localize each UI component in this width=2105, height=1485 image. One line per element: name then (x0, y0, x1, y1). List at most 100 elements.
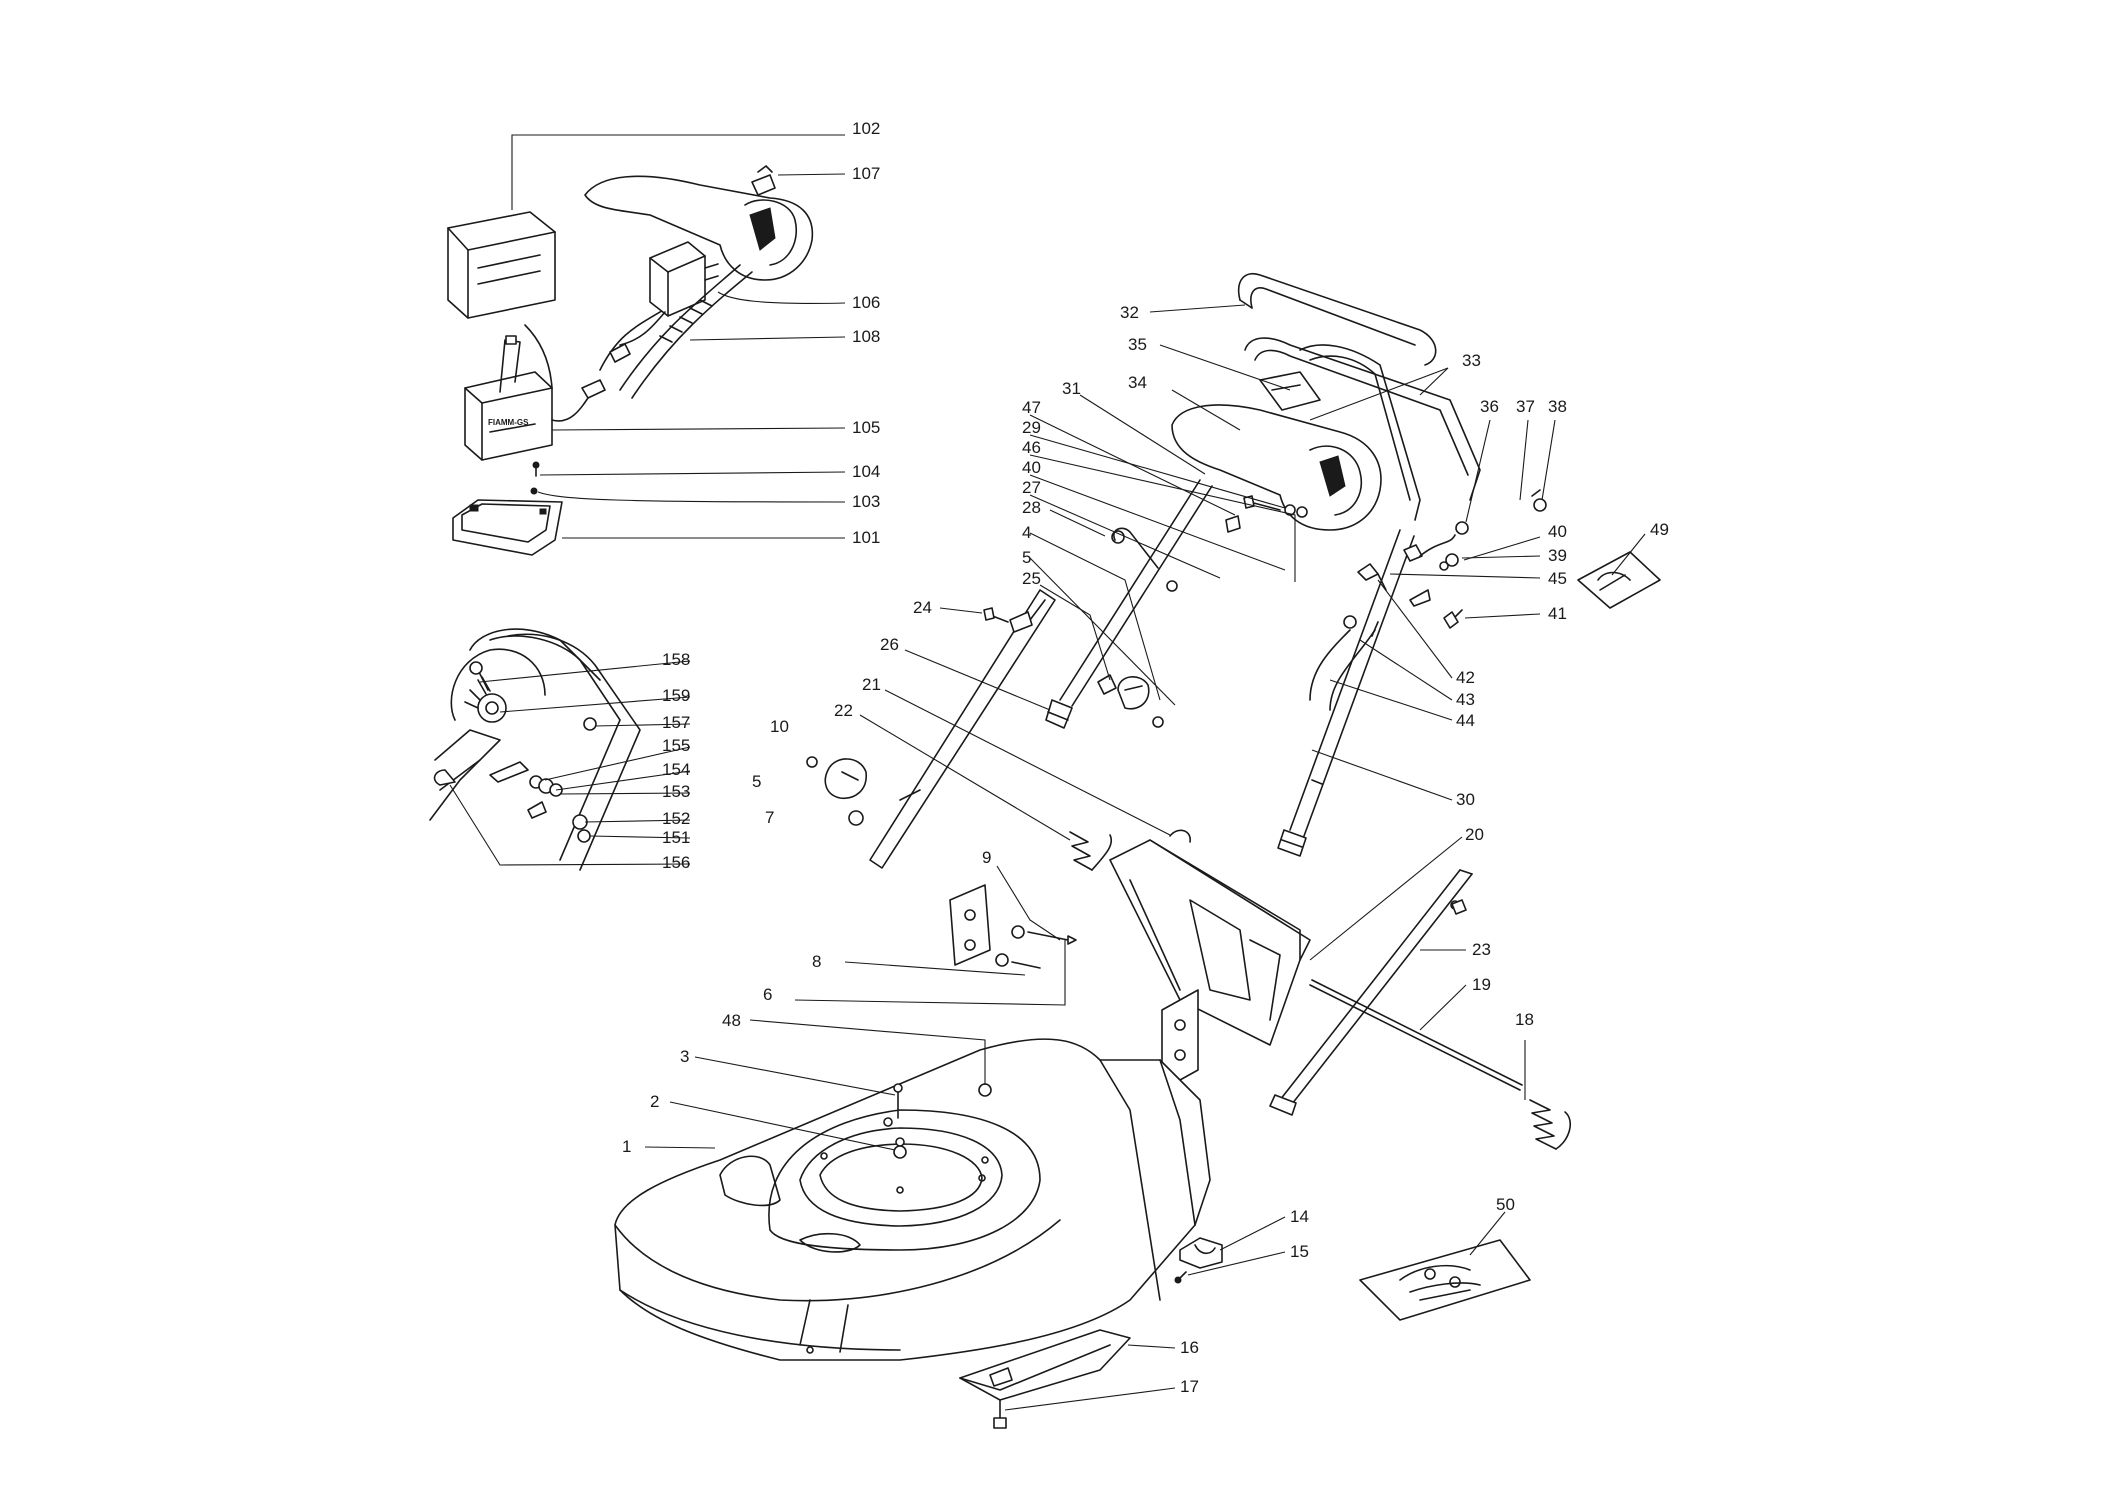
callout-158: 158 (662, 650, 690, 669)
callout-102: 102 (852, 119, 880, 138)
battery: FIAMM-GS (464, 335, 553, 461)
callout-47: 47 (1022, 398, 1041, 417)
callout-21: 21 (862, 675, 881, 694)
callout-10: 10 (770, 717, 789, 736)
callout-154: 154 (662, 760, 690, 779)
small-parts-bag-49 (1577, 551, 1661, 609)
callout-151: 151 (662, 828, 690, 847)
callout-18: 18 (1515, 1010, 1534, 1029)
callout-7: 7 (765, 808, 774, 827)
handle-knob-fittings (1097, 527, 1178, 728)
callout-14: 14 (1290, 1207, 1309, 1226)
callout-17: 17 (1180, 1377, 1199, 1396)
callout-152: 152 (662, 809, 690, 828)
callout-45: 45 (1548, 569, 1567, 588)
battery-tray (452, 499, 563, 556)
callout-5-upper: 5 (1022, 548, 1031, 567)
callout-23: 23 (1472, 940, 1491, 959)
rear-hinge-bracket (1109, 839, 1311, 1046)
handle-mount-bracket (949, 884, 1199, 1091)
callout-2: 2 (650, 1092, 659, 1111)
callout-43: 43 (1456, 690, 1475, 709)
callout-29: 29 (1022, 418, 1041, 437)
callout-9: 9 (982, 848, 991, 867)
bolts-8-9 (995, 925, 1077, 969)
callout-42: 42 (1456, 668, 1475, 687)
battery-cover (447, 211, 556, 319)
cable-sleeve (619, 264, 753, 399)
callout-37: 37 (1516, 397, 1535, 416)
callout-16: 16 (1180, 1338, 1199, 1357)
callout-40-left: 40 (1022, 458, 1041, 477)
callout-153: 153 (662, 782, 690, 801)
callout-38: 38 (1548, 397, 1567, 416)
callout-40-right: 40 (1548, 522, 1567, 541)
callout-26: 26 (880, 635, 899, 654)
callout-1: 1 (622, 1137, 631, 1156)
key-switch-inset (429, 628, 641, 871)
callout-numbers: 102 107 106 108 105 104 103 101 158 159 … (622, 119, 1669, 1396)
control-box-bolts (1225, 495, 1308, 533)
callout-28: 28 (1022, 498, 1041, 517)
callout-5-lower: 5 (752, 772, 761, 791)
callout-24: 24 (913, 598, 932, 617)
rod-19 (1309, 979, 1523, 1091)
callout-49: 49 (1650, 520, 1669, 539)
callout-156: 156 (662, 853, 690, 872)
mower-deck (614, 1038, 1211, 1361)
callout-27: 27 (1022, 478, 1041, 497)
callout-103: 103 (852, 492, 880, 511)
callout-30: 30 (1456, 790, 1475, 809)
tray-screws (530, 461, 540, 495)
control-cables (1309, 615, 1379, 711)
callout-101: 101 (852, 528, 880, 547)
leader-lines (449, 134, 1646, 1411)
spring-22 (1069, 831, 1112, 871)
upper-handle-bar (1238, 273, 1437, 366)
torsion-spring-18 (1529, 1099, 1572, 1150)
callout-50: 50 (1496, 1195, 1515, 1214)
screw-24 (983, 607, 1009, 623)
control-box (1171, 371, 1382, 531)
callout-155: 155 (662, 736, 690, 755)
callout-41: 41 (1548, 604, 1567, 623)
callout-106: 106 (852, 293, 880, 312)
callout-34: 34 (1128, 373, 1147, 392)
callout-46: 46 (1022, 438, 1041, 457)
callout-32: 32 (1120, 303, 1139, 322)
callout-20: 20 (1465, 825, 1484, 844)
callout-157: 157 (662, 713, 690, 732)
bolt-23 (1451, 899, 1467, 915)
hardware-bag-50 (1359, 1239, 1531, 1321)
callout-31: 31 (1062, 379, 1081, 398)
callout-48: 48 (722, 1011, 741, 1030)
callout-33: 33 (1462, 351, 1481, 370)
callout-4: 4 (1022, 523, 1031, 542)
left-knob-assembly (806, 756, 867, 826)
callout-105: 105 (852, 418, 880, 437)
callout-36: 36 (1480, 397, 1499, 416)
callout-22: 22 (834, 701, 853, 720)
callout-15: 15 (1290, 1242, 1309, 1261)
battery-charger (619, 241, 719, 346)
callout-104: 104 (852, 462, 880, 481)
callout-107: 107 (852, 164, 880, 183)
rear-flap-arm (1269, 869, 1473, 1116)
callout-19: 19 (1472, 975, 1491, 994)
right-handle-small-parts (1357, 489, 1547, 629)
clamp-14 (1174, 1237, 1223, 1284)
left-lower-handle-tube (1045, 479, 1213, 729)
handle-control-cover (584, 165, 814, 281)
handle-frame (1244, 337, 1481, 521)
battery-marking: FIAMM-GS (488, 418, 529, 427)
callout-25: 25 (1022, 569, 1041, 588)
callout-35: 35 (1128, 335, 1147, 354)
callout-159: 159 (662, 686, 690, 705)
callout-8: 8 (812, 952, 821, 971)
callout-39: 39 (1548, 546, 1567, 565)
callout-44: 44 (1456, 711, 1475, 730)
callout-3: 3 (680, 1047, 689, 1066)
callout-6: 6 (763, 985, 772, 1004)
callout-108: 108 (852, 327, 880, 346)
